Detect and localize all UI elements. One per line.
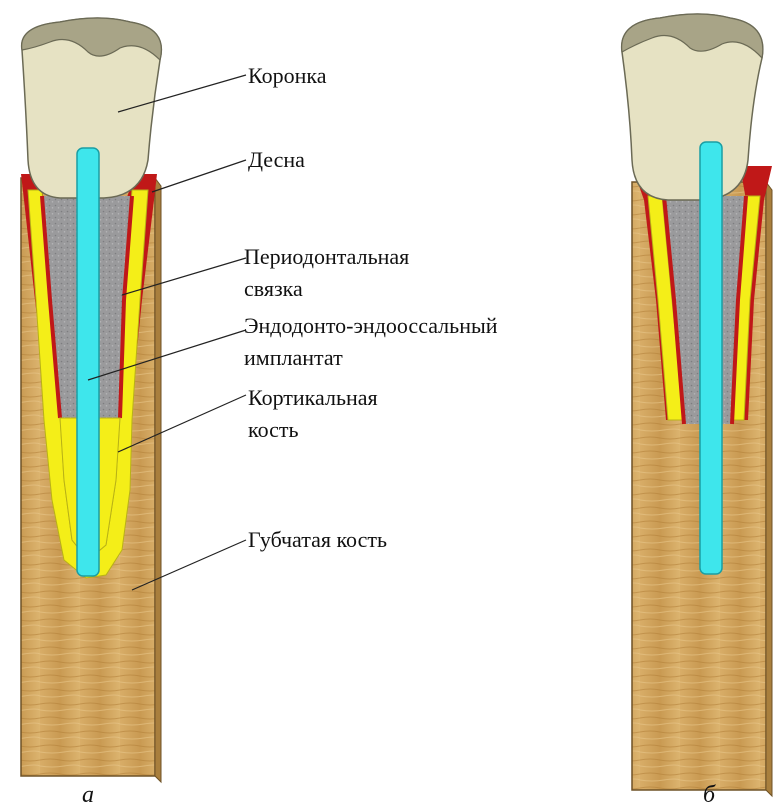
label-ligament-line1: Периодонтальная — [244, 243, 409, 271]
bone-side-a — [155, 178, 161, 782]
leader-gum — [152, 160, 246, 192]
label-cortical-line1: Кортикальная — [248, 384, 378, 412]
label-gum: Десна — [248, 146, 305, 174]
implant-b — [700, 142, 722, 574]
label-ligament-line2: связка — [244, 275, 303, 303]
label-implant-line1: Эндодонто-эндооссальный — [244, 312, 498, 340]
panel-label-b: б — [703, 782, 715, 809]
label-cortical-line2: кость — [248, 416, 299, 444]
implant-a — [77, 148, 99, 576]
label-crown: Коронка — [248, 62, 326, 90]
label-implant-line2: имплантат — [244, 344, 343, 372]
panel-label-a: а — [82, 782, 94, 809]
label-spongy-bone: Губчатая кость — [248, 526, 387, 554]
panel-a — [21, 18, 161, 782]
bone-side-b — [766, 182, 772, 796]
panel-b — [622, 14, 772, 796]
